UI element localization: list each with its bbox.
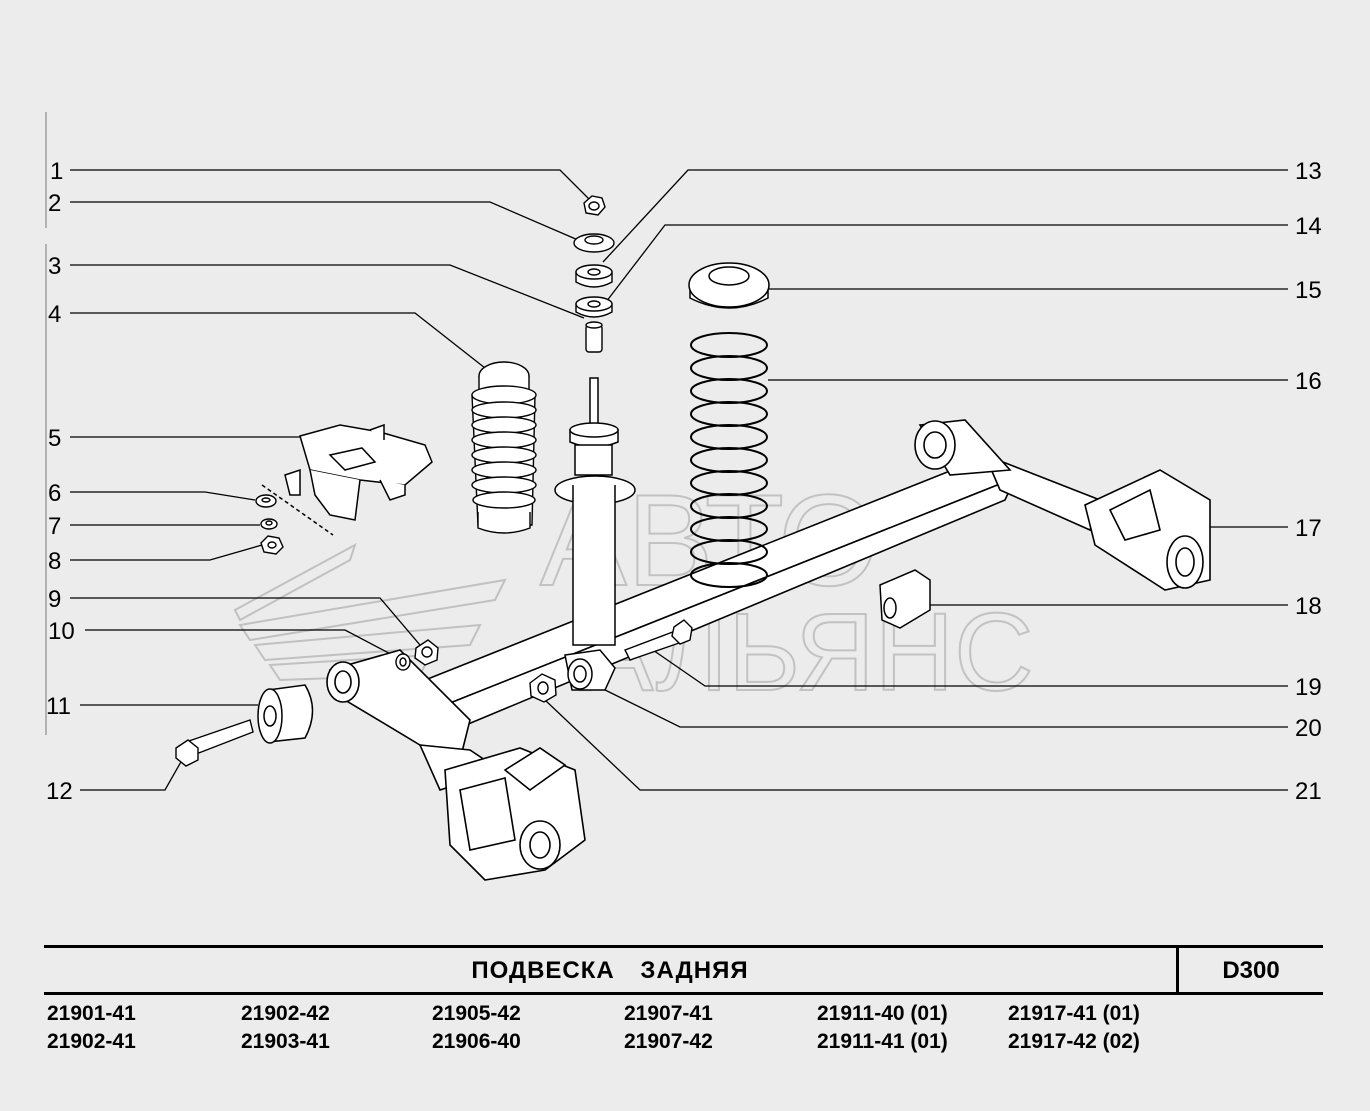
callout-6: 6 — [48, 480, 61, 507]
callout-16: 16 — [1295, 368, 1322, 395]
model-code: 21907-42 — [624, 1030, 713, 1053]
model-code: 21902-42 — [241, 1002, 330, 1025]
right-bracket — [1084, 469, 1211, 591]
silent-block-11 — [257, 684, 314, 744]
spring-washer-7 — [260, 518, 278, 530]
callout-1: 1 — [50, 158, 63, 185]
callout-2: 2 — [48, 190, 61, 217]
dust-boot-4 — [471, 361, 537, 534]
bolt-19 — [624, 619, 693, 661]
callout-14: 14 — [1295, 213, 1322, 240]
callout-7: 7 — [48, 513, 61, 540]
model-column-5: 21911-40 (01) 21911-41 (01) — [817, 1000, 948, 1056]
page-title: ПОДВЕСКА ЗАДНЯЯ — [471, 957, 749, 984]
nut-8 — [260, 535, 284, 555]
model-column-1: 21901-41 21902-41 — [47, 1000, 136, 1056]
coil-spring-16 — [690, 332, 768, 588]
title-bar: ПОДВЕСКА ЗАДНЯЯ D300 — [44, 945, 1323, 995]
model-code: 21906-40 — [432, 1030, 521, 1053]
upper-bracket-5 — [261, 423, 433, 536]
nut-21 — [529, 673, 557, 703]
callout-5: 5 — [48, 425, 61, 452]
spring-seat-15 — [688, 262, 770, 309]
callout-13: 13 — [1295, 158, 1322, 185]
callout-9: 9 — [48, 586, 61, 613]
model-code: 21901-41 — [47, 1002, 136, 1025]
leader-lines — [70, 169, 1288, 791]
washer-6 — [255, 494, 277, 508]
cushion-14 — [575, 296, 613, 318]
callout-21: 21 — [1295, 778, 1322, 805]
callout-15: 15 — [1295, 277, 1322, 304]
callout-4: 4 — [48, 301, 61, 328]
model-code: 21905-42 — [432, 1002, 521, 1025]
model-column-3: 21905-42 21906-40 — [432, 1000, 521, 1056]
model-column-6: 21917-41 (01) 21917-42 (02) — [1008, 1000, 1140, 1056]
left-bracket — [326, 661, 586, 881]
model-code: 21917-41 (01) — [1008, 1002, 1140, 1025]
model-column-2: 21902-42 21903-41 — [241, 1000, 330, 1056]
spacer-3 — [585, 321, 603, 353]
callout-8: 8 — [48, 548, 61, 575]
model-code: 21911-40 (01) — [817, 1002, 948, 1025]
callout-17: 17 — [1295, 515, 1322, 542]
callout-3: 3 — [48, 253, 61, 280]
parts-diagram: АВТО АЛЬЯНС — [45, 112, 1322, 881]
callout-labels: 1 2 3 4 5 6 7 8 9 10 11 12 13 14 15 16 1… — [46, 158, 1322, 805]
bushing-18 — [879, 569, 931, 629]
callout-19: 19 — [1295, 674, 1322, 701]
callout-18: 18 — [1295, 593, 1322, 620]
callout-20: 20 — [1295, 715, 1322, 742]
model-code: 21903-41 — [241, 1030, 330, 1053]
cushion-13 — [575, 264, 613, 288]
shock-absorber — [554, 377, 636, 691]
callout-10: 10 — [48, 618, 75, 645]
callout-12: 12 — [46, 778, 73, 805]
callout-11: 11 — [46, 693, 71, 720]
nut-9 — [414, 639, 439, 666]
model-column-4: 21907-41 21907-42 — [624, 1000, 713, 1056]
page-code: D300 — [1222, 957, 1280, 984]
bolt-12 — [175, 719, 254, 767]
title-divider — [1176, 948, 1179, 992]
model-code: 21911-41 (01) — [817, 1030, 948, 1053]
washer-10 — [395, 653, 411, 671]
nut-1 — [583, 195, 606, 216]
model-code: 21917-42 (02) — [1008, 1030, 1140, 1053]
model-code: 21907-41 — [624, 1002, 713, 1025]
model-code: 21902-41 — [47, 1030, 136, 1053]
washer-2 — [573, 233, 615, 253]
